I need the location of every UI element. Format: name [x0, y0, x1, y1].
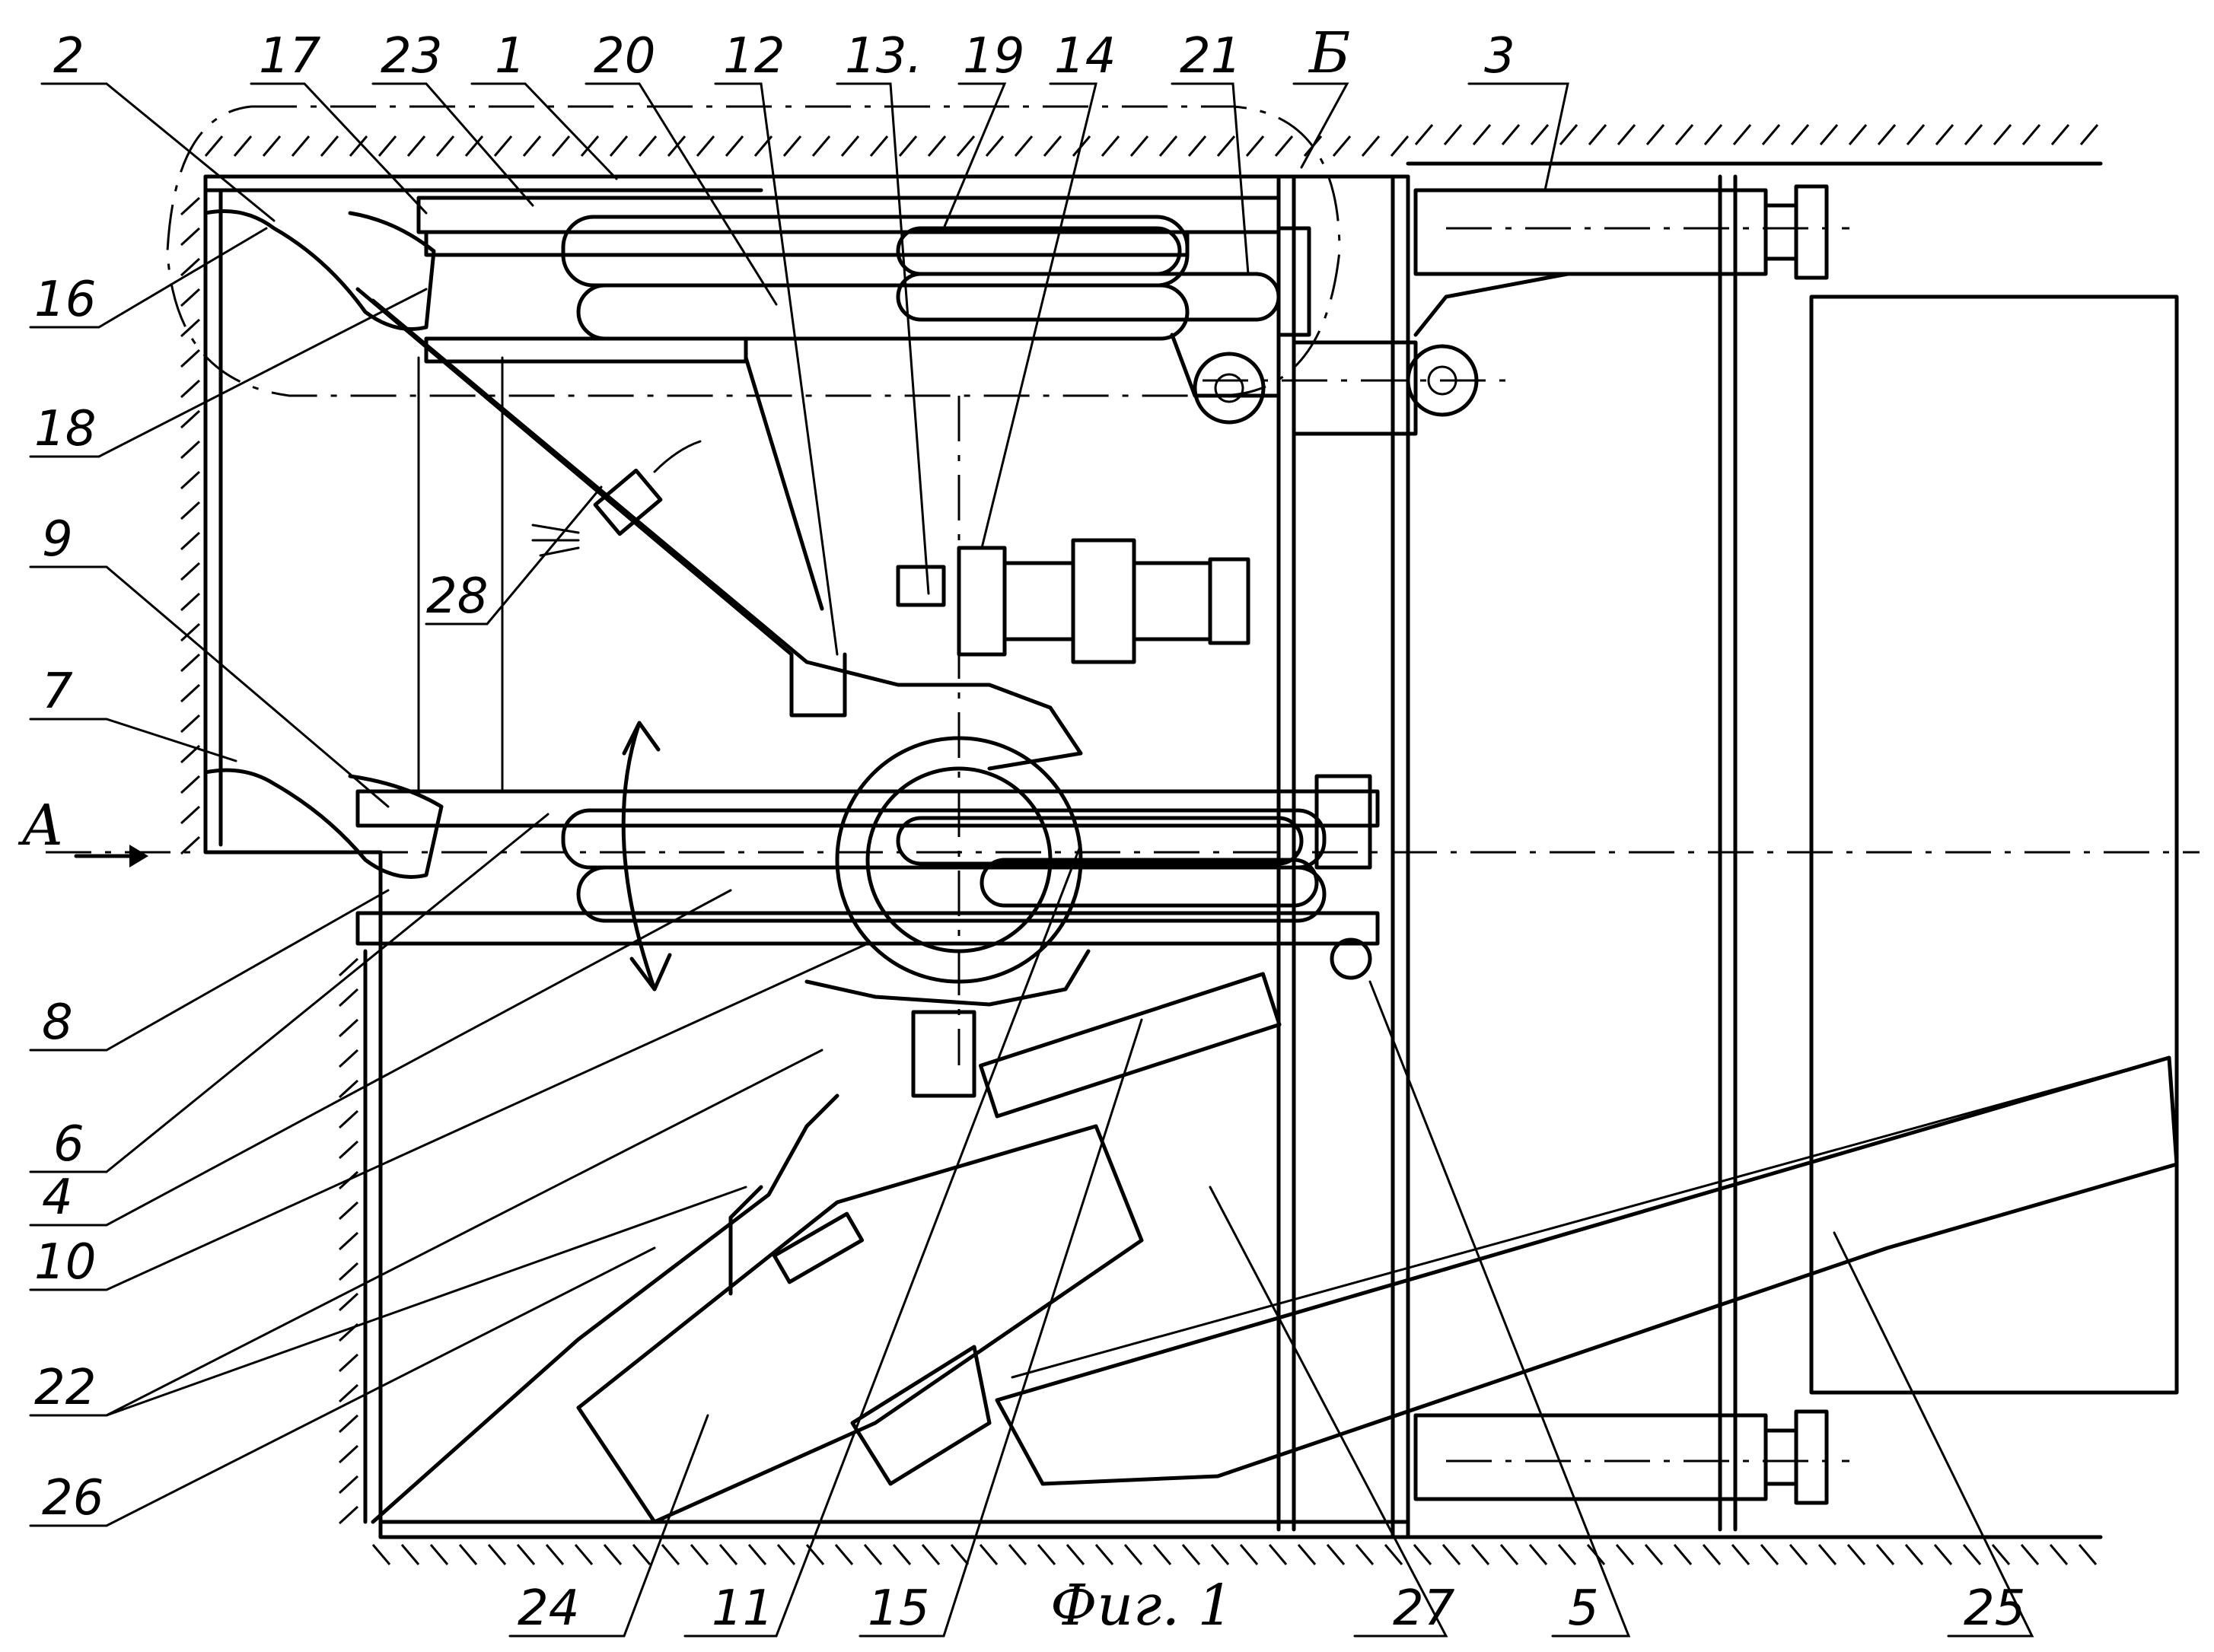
- bucket-assembly: [373, 1096, 1142, 1522]
- label-4: 4: [42, 1170, 73, 1226]
- figure-caption: Фиг. 1: [1050, 1573, 1234, 1638]
- label-8: 8: [42, 995, 73, 1051]
- label-19: 19: [963, 28, 1024, 84]
- label-20: 20: [594, 28, 655, 84]
- label-22: 22: [34, 1360, 96, 1416]
- view-letter-a: А: [18, 793, 64, 858]
- label-9: 9: [42, 511, 73, 568]
- detail-letter-b: Б: [1308, 21, 1350, 86]
- label-12: 12: [723, 28, 785, 84]
- hydraulic-cylinder-bottom: [1416, 1412, 1827, 1503]
- upper-cylinder-assembly: [419, 198, 1477, 434]
- label-23: 23: [381, 28, 442, 84]
- part-labels: 2 17 23 1 20 12 13. 19 14 21 Б 3 16 18 9…: [34, 21, 2025, 1638]
- label-24: 24: [518, 1580, 579, 1637]
- label-17: 17: [259, 28, 321, 84]
- hydraulic-cylinder-top: [1416, 186, 1827, 335]
- cylinder-5: [913, 940, 1370, 1116]
- label-2: 2: [53, 28, 84, 84]
- center-lines: [46, 228, 2200, 1461]
- label-5: 5: [1568, 1580, 1599, 1637]
- label-16: 16: [34, 272, 96, 328]
- label-11: 11: [712, 1580, 773, 1637]
- deflector-plate: [358, 289, 845, 715]
- label-15: 15: [868, 1580, 929, 1637]
- conveyor-25: [997, 1058, 2177, 1484]
- label-6: 6: [53, 1116, 84, 1173]
- label-21: 21: [1180, 28, 1241, 84]
- rotation-arrow: [623, 723, 670, 989]
- view-arrow: А: [18, 793, 148, 867]
- label-18: 18: [34, 401, 96, 457]
- label-26: 26: [42, 1470, 104, 1526]
- label-25: 25: [1964, 1580, 2025, 1637]
- label-10: 10: [34, 1234, 96, 1291]
- label-28: 28: [426, 568, 488, 625]
- label-13: 13.: [845, 28, 922, 84]
- label-1: 1: [495, 28, 526, 84]
- label-7: 7: [42, 664, 73, 720]
- pipe-section: [1811, 297, 2177, 1393]
- label-27: 27: [1393, 1580, 1455, 1637]
- motor-14: [898, 540, 1248, 662]
- label-3: 3: [1484, 28, 1515, 84]
- label-14: 14: [1054, 28, 1116, 84]
